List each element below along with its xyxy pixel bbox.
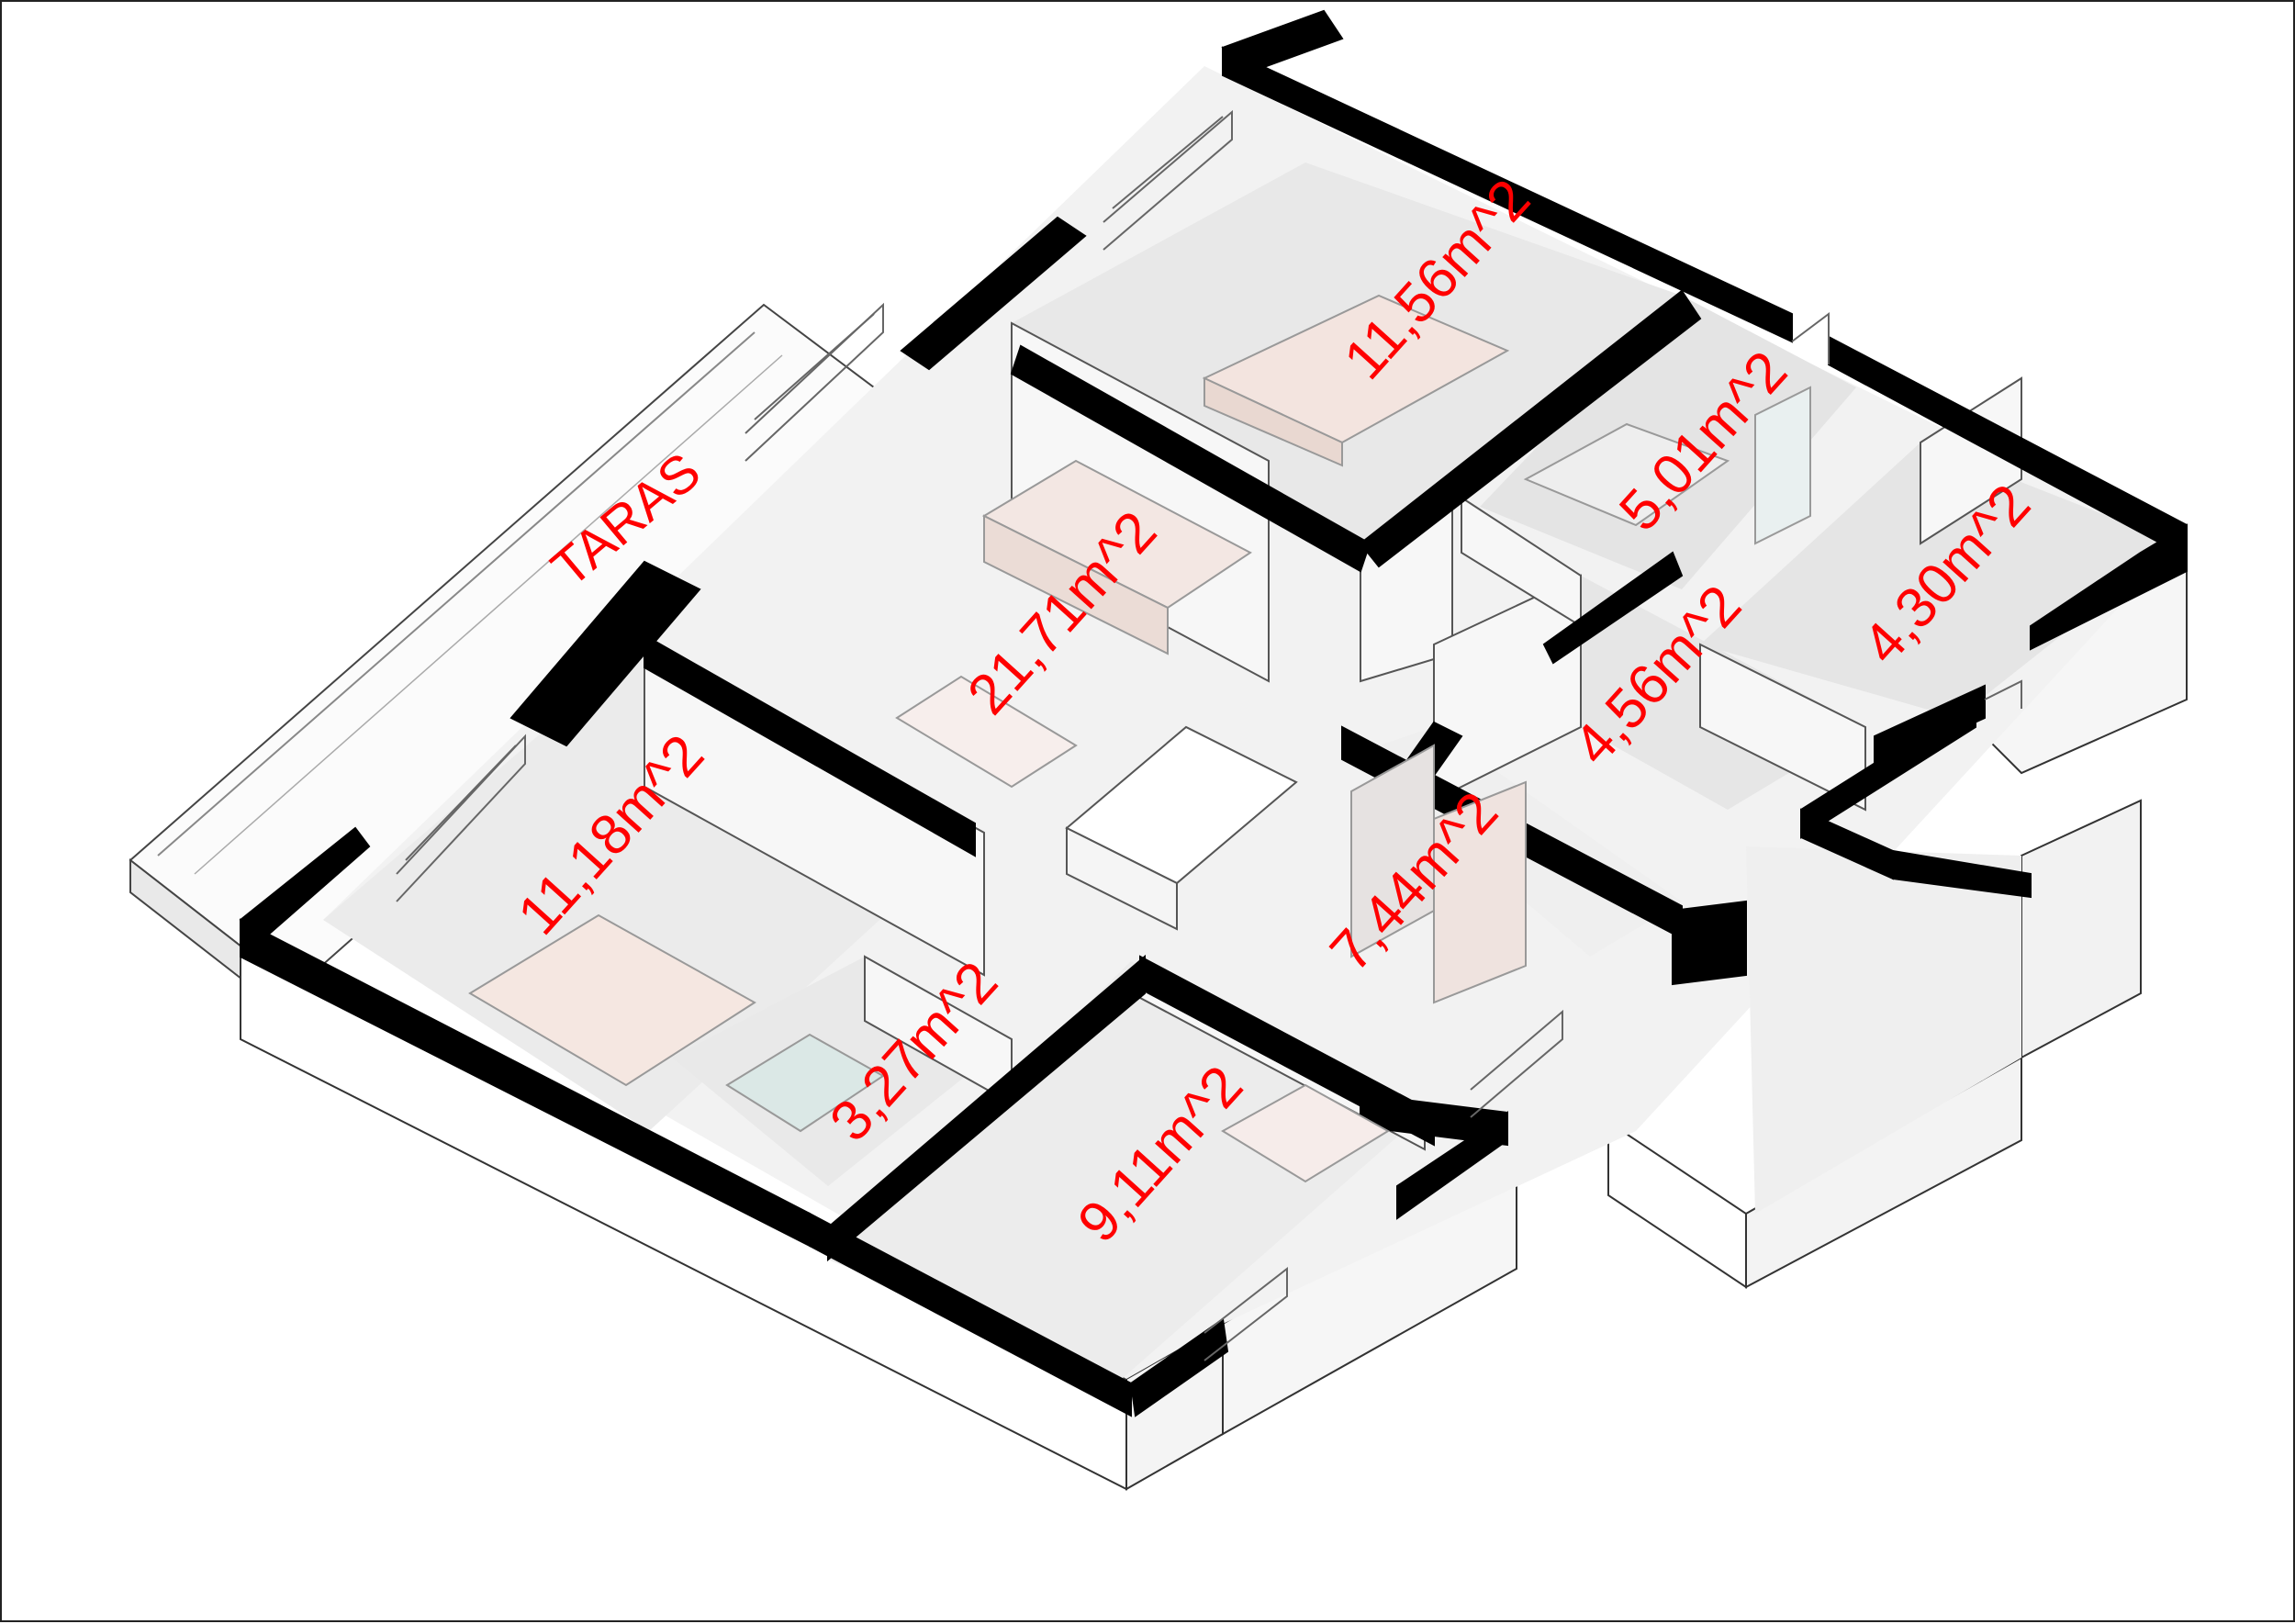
desk [1221,1083,1390,1183]
coffee-table [895,675,1078,789]
utility-washer [1523,422,1730,527]
furniture [468,294,1811,1183]
toilet-sink-west [725,1033,885,1133]
shower-east [1754,386,1811,545]
bed-west [468,913,756,1087]
windows [396,109,2022,1361]
terrace [129,303,931,1024]
kitchen-cabinets [1433,780,1527,1004]
